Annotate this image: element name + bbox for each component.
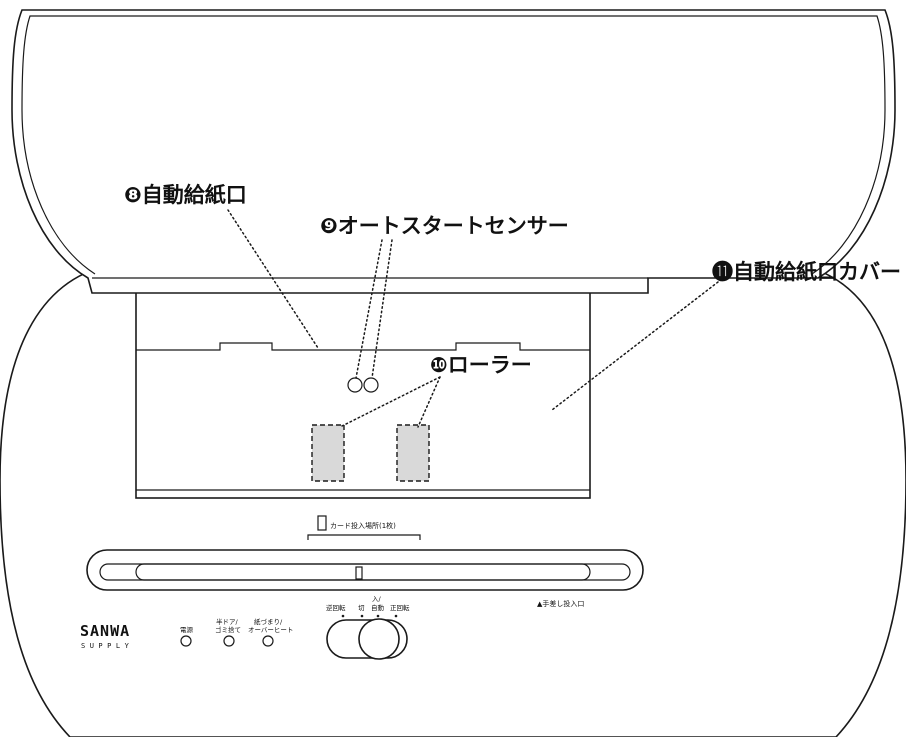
card-icon (317, 515, 327, 531)
callout-auto-feed-cover: ⓫自動給紙口カバー (712, 260, 901, 284)
auto-feed-slot-edge (136, 342, 590, 351)
callout-roller: ❿ローラー (430, 353, 532, 377)
auto-start-sensor-left (347, 377, 363, 393)
card-slot-marker[interactable] (355, 566, 363, 580)
leader-sensor-right (371, 239, 393, 379)
off-dot (360, 614, 364, 618)
power-label: 電源 (180, 625, 194, 634)
roller-left (311, 424, 345, 482)
card-slot-label: カード投入場所(1枚) (330, 521, 396, 530)
auto-feed-cover[interactable] (11, 9, 896, 294)
door-bin-label-2: ゴミ捨て (215, 625, 241, 634)
forward-label: 正回転 (390, 604, 410, 612)
reverse-label: 逆回転 (326, 603, 346, 612)
reverse-dot (341, 614, 345, 618)
paper-slot-channel[interactable] (135, 563, 591, 581)
manual-feed-slot-label: ▲手差し投入口 (537, 599, 584, 608)
brand-logo: SANWA (80, 622, 130, 640)
on-auto-dot (376, 614, 380, 618)
card-slot-bracket (307, 534, 421, 540)
leader-sensor-left (355, 239, 383, 379)
roller-right (396, 424, 430, 482)
cover-inner-rim (21, 15, 886, 275)
door-bin-indicator (223, 635, 235, 647)
power-indicator (180, 635, 192, 647)
leader-auto-feed-cover (551, 281, 719, 411)
door-bin-label-1: 半ドア/ (216, 617, 239, 626)
leader-roller-left (339, 376, 441, 428)
leader-roller-right (417, 376, 441, 428)
brand-logo-sub: SUPPLY (81, 642, 133, 650)
callout-auto-start-sensor: ❾オートスタートセンサー (320, 214, 569, 238)
auto-feed-tray (135, 289, 591, 499)
auto-start-sensor-right (363, 377, 379, 393)
jam-overheat-indicator (262, 635, 274, 647)
on-auto-label-2: 自動 (371, 603, 385, 612)
leader-auto-feed-slot (227, 209, 319, 349)
on-auto-label-1: 入/ (372, 595, 382, 603)
callout-auto-feed-slot: ❽自動給紙口 (124, 183, 247, 207)
off-label: 切 (358, 604, 365, 612)
jam-label-1: 紙づまり/ (254, 617, 283, 626)
jam-label-2: オーバーヒート (248, 626, 293, 634)
forward-dot (394, 614, 398, 618)
mode-switch-knob[interactable] (358, 618, 400, 660)
paper-slot-outer (86, 549, 644, 591)
